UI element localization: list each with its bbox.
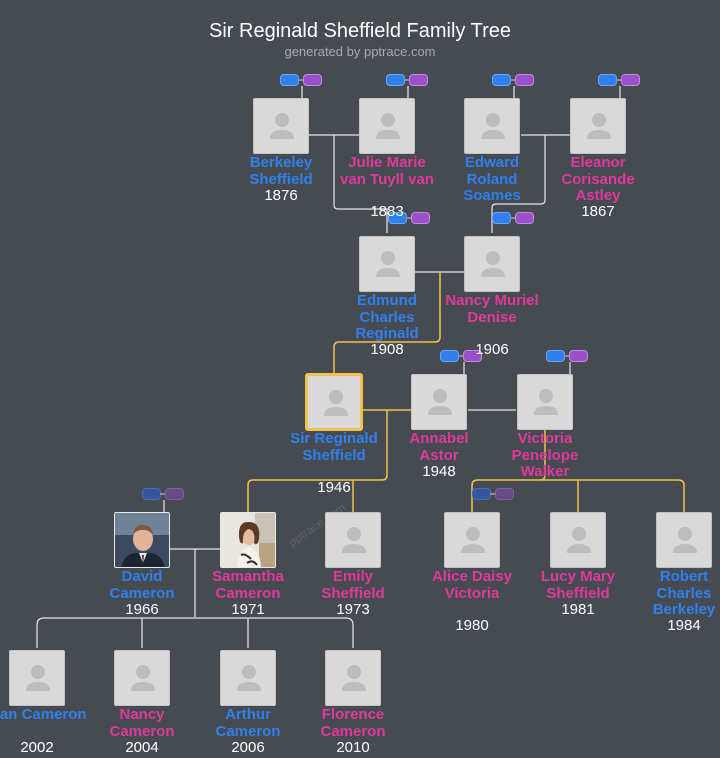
avatar-placeholder-icon[interactable]: [550, 512, 606, 568]
person-name[interactable]: Nancy Cameron: [109, 706, 175, 740]
avatar-placeholder-icon[interactable]: [570, 98, 626, 154]
parents-button[interactable]: [492, 212, 536, 225]
parents-button[interactable]: [472, 488, 516, 501]
mother-button[interactable]: [569, 350, 588, 362]
mother-button[interactable]: [463, 350, 482, 362]
father-button[interactable]: [492, 74, 511, 86]
birth-year: 2006: [231, 739, 265, 756]
birth-year: 1984: [667, 617, 701, 634]
birth-year: 1971: [231, 601, 265, 618]
person-name[interactable]: Ivan Cameron: [0, 706, 87, 723]
parents-button[interactable]: [386, 74, 430, 87]
birth-year: 2004: [125, 739, 159, 756]
avatar-placeholder-icon[interactable]: [444, 512, 500, 568]
person-name[interactable]: Berkeley Sheffield: [249, 154, 313, 188]
descent-line: [36, 617, 354, 648]
father-button[interactable]: [472, 488, 491, 500]
birth-year: 1966: [125, 601, 159, 618]
person-name[interactable]: Alice Daisy Victoria: [431, 568, 513, 602]
page-subtitle: generated by pptrace.com: [284, 44, 436, 59]
person-name[interactable]: Robert Charles Berkeley: [652, 568, 716, 618]
person-name[interactable]: Samantha Cameron: [212, 568, 284, 602]
birth-year: 1876: [264, 187, 298, 204]
avatar-photo[interactable]: [220, 512, 276, 568]
descent-line: [333, 135, 388, 233]
focus-line: [333, 272, 441, 373]
avatar-placeholder-icon[interactable]: [325, 650, 381, 706]
parents-button[interactable]: [280, 74, 324, 87]
avatar-placeholder-icon[interactable]: [464, 236, 520, 292]
person-name[interactable]: Eleanor Corisande Astley: [561, 154, 635, 204]
birth-year: 1906: [475, 341, 509, 358]
avatar-placeholder-icon[interactable]: [359, 98, 415, 154]
person-name[interactable]: Annabel Astor: [409, 430, 469, 464]
mother-button[interactable]: [409, 74, 428, 86]
avatar-placeholder-icon[interactable]: [9, 650, 65, 706]
avatar-placeholder-icon[interactable]: [411, 374, 467, 430]
person-name[interactable]: Lucy Mary Sheffield: [540, 568, 616, 602]
birth-year: 1973: [336, 601, 370, 618]
avatar-photo[interactable]: [114, 512, 170, 568]
birth-year: 1946: [317, 479, 351, 496]
focus-line: [471, 428, 546, 512]
avatar-placeholder-icon[interactable]: [220, 650, 276, 706]
person-name[interactable]: Emily Sheffield: [321, 568, 385, 602]
father-button[interactable]: [280, 74, 299, 86]
person-name[interactable]: Nancy Muriel Denise: [445, 292, 539, 326]
mother-button[interactable]: [411, 212, 430, 224]
father-button[interactable]: [598, 74, 617, 86]
birth-year: 1867: [581, 203, 615, 220]
mother-button[interactable]: [515, 74, 534, 86]
parents-button[interactable]: [492, 74, 536, 87]
parents-button[interactable]: [388, 212, 432, 225]
parents-button[interactable]: [546, 350, 590, 363]
page-title: Sir Reginald Sheffield Family Tree: [209, 20, 511, 42]
parents-button[interactable]: [440, 350, 484, 363]
mother-button[interactable]: [303, 74, 322, 86]
birth-year: 2010: [336, 739, 370, 756]
parents-button[interactable]: [142, 488, 186, 501]
focus-line: [540, 479, 685, 512]
mother-button[interactable]: [165, 488, 184, 500]
person-name[interactable]: Julie Marie van Tuyll van: [340, 154, 434, 188]
father-button[interactable]: [386, 74, 405, 86]
person-name[interactable]: Arthur Cameron: [215, 706, 281, 740]
mother-button[interactable]: [495, 488, 514, 500]
birth-year: 1883: [370, 203, 404, 220]
father-button[interactable]: [492, 212, 511, 224]
birth-year: 1948: [422, 463, 456, 480]
person-name[interactable]: Florence Cameron: [320, 706, 386, 740]
person-name[interactable]: Edward Roland Soames: [463, 154, 521, 204]
avatar-placeholder-icon[interactable]: [325, 512, 381, 568]
parents-button[interactable]: [598, 74, 642, 87]
person-name[interactable]: Edmund Charles Reginald: [355, 292, 419, 342]
birth-year: 1980: [455, 617, 489, 634]
person-name[interactable]: Victoria Penelope Walker: [511, 430, 579, 480]
father-button[interactable]: [546, 350, 565, 362]
birth-year: 1908: [370, 341, 404, 358]
mother-button[interactable]: [621, 74, 640, 86]
avatar-placeholder-icon[interactable]: [253, 98, 309, 154]
birth-year: 1981: [561, 601, 595, 618]
avatar-placeholder-icon[interactable]: [464, 98, 520, 154]
person-name[interactable]: Sir Reginald Sheffield: [290, 430, 378, 464]
avatar-placeholder-icon[interactable]: [306, 374, 362, 430]
father-button[interactable]: [142, 488, 161, 500]
person-name[interactable]: David Cameron: [109, 568, 175, 602]
birth-year: 2002: [20, 739, 54, 756]
mother-button[interactable]: [515, 212, 534, 224]
focus-line: [247, 410, 388, 512]
descent-line: [491, 135, 546, 233]
avatar-placeholder-icon[interactable]: [656, 512, 712, 568]
avatar-placeholder-icon[interactable]: [359, 236, 415, 292]
avatar-placeholder-icon[interactable]: [114, 650, 170, 706]
avatar-placeholder-icon[interactable]: [517, 374, 573, 430]
